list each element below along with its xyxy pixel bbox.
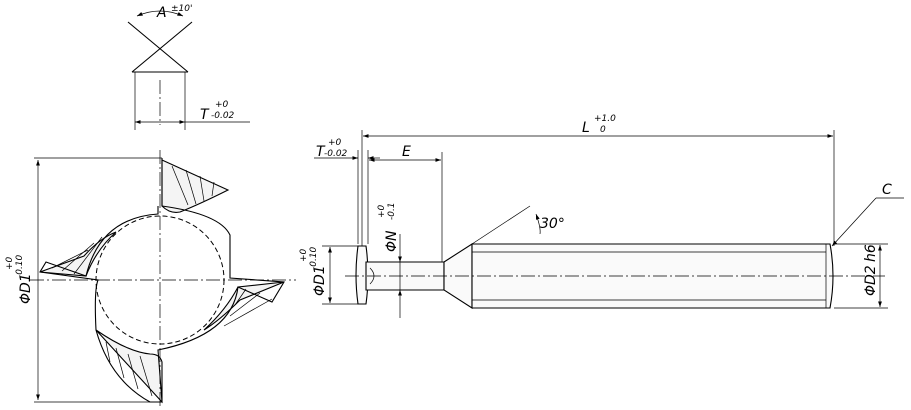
d2-label: ΦD2: [863, 265, 879, 296]
cutter-front-view: ΦD1 +0 -0.10: [5, 150, 296, 408]
d1-side-tol-upper: +0: [299, 248, 309, 262]
d1-front-tol-upper: +0: [5, 256, 15, 270]
tool-side-view: L +1.0 0 T +0 -0.02 E ΦN +0 -0.1 30° C: [299, 114, 904, 318]
t-top-label: T: [200, 107, 210, 123]
flute-bottom: [95, 329, 163, 404]
t-side-tol-lower: -0.02: [324, 149, 348, 159]
c-label: C: [882, 182, 892, 198]
l-label: L: [582, 120, 590, 136]
t-top-tol-upper: +0: [215, 100, 229, 110]
n-tol-lower: -0.1: [387, 202, 397, 220]
flute-top: [161, 159, 230, 213]
angle-detail: A ±10' T +0 -0.02: [127, 4, 250, 130]
shank: [471, 243, 834, 309]
t-side-label: T: [316, 144, 326, 160]
d1-side-label: ΦD1: [312, 265, 328, 296]
l-tol-upper: +1.0: [594, 114, 616, 124]
angle-a-label: A: [156, 5, 167, 21]
d2-tolerance: h6: [863, 244, 879, 262]
angle-30-label: 30°: [540, 216, 565, 232]
flute-left: [39, 231, 117, 277]
cutter-outline: [39, 158, 285, 403]
l-tol-lower: 0: [600, 125, 606, 135]
n-label: ΦN: [384, 230, 400, 252]
e-label: E: [402, 144, 411, 160]
cutter-head: [355, 245, 369, 305]
d1-front-label: ΦD1: [18, 273, 34, 304]
n-tol-upper: +0: [377, 204, 387, 218]
d1-side-tol-lower: -0.10: [309, 246, 319, 270]
t-top-tol-lower: -0.02: [211, 111, 235, 121]
angle-a-tolerance: ±10': [171, 4, 192, 14]
inner-circle: [95, 215, 225, 345]
t-side-tol-upper: +0: [328, 138, 342, 148]
d1-front-tol-lower: -0.10: [15, 254, 25, 278]
